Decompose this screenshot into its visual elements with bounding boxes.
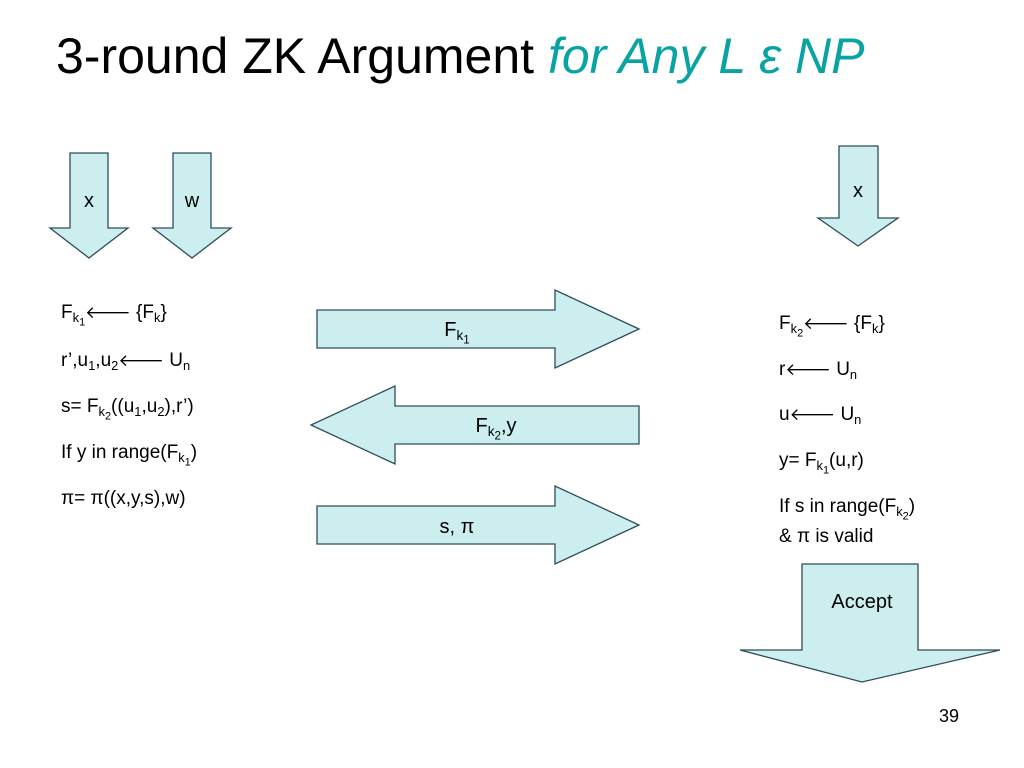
prover-step-1: Fk1🡐 {Fk} xyxy=(61,302,167,329)
prover-input-x-arrow xyxy=(48,152,130,259)
left-arrow-icon: 🡐 xyxy=(118,351,164,370)
message-2-arrow xyxy=(309,384,640,466)
left-arrow-icon: 🡐 xyxy=(785,360,831,379)
verifier-input-x-label: x xyxy=(853,180,863,202)
left-arrow-icon: 🡐 xyxy=(85,303,131,322)
verifier-step-3: u🡐 Un xyxy=(779,404,862,428)
left-arrow-icon: 🡐 xyxy=(803,314,849,333)
prover-step-5: π= π((x,y,s),w) xyxy=(61,488,186,509)
verifier-step-5: If s in range(Fk2) xyxy=(779,496,916,523)
message-3-arrow xyxy=(316,484,641,566)
verifier-step-1: Fk2🡐 {Fk} xyxy=(779,313,885,340)
message-3-label: s, π xyxy=(439,516,475,538)
verifier-input-x-arrow xyxy=(815,145,901,247)
message-1-label: Fk1 xyxy=(444,319,470,347)
accept-output-arrow xyxy=(739,563,1001,683)
page-number: 39 xyxy=(939,706,960,726)
left-arrow-icon: 🡐 xyxy=(789,405,836,424)
prover-input-x-label: x xyxy=(84,190,94,212)
message-1-arrow xyxy=(316,288,641,370)
prover-input-w-label: w xyxy=(184,190,200,212)
prover-input-w-arrow xyxy=(151,152,233,259)
verifier-step-2: r🡐 Un xyxy=(779,359,858,383)
slide-title: 3-round ZK Argument for Any L ε NP xyxy=(56,26,865,86)
verifier-step-6: & π is valid xyxy=(779,526,874,547)
verifier-step-4: y= Fk1(u,r) xyxy=(779,450,864,477)
prover-step-3: s= Fk2((u1,u2),r’) xyxy=(61,396,194,423)
prover-step-4: If y in range(Fk1) xyxy=(61,442,198,469)
title-main: 3-round ZK Argument xyxy=(56,28,535,84)
prover-step-2: r’,u1,u2🡐 Un xyxy=(61,350,191,374)
accept-label: Accept xyxy=(831,591,893,613)
title-accent: for Any L ε NP xyxy=(547,28,865,84)
message-2-label: Fk2,y xyxy=(475,415,517,443)
